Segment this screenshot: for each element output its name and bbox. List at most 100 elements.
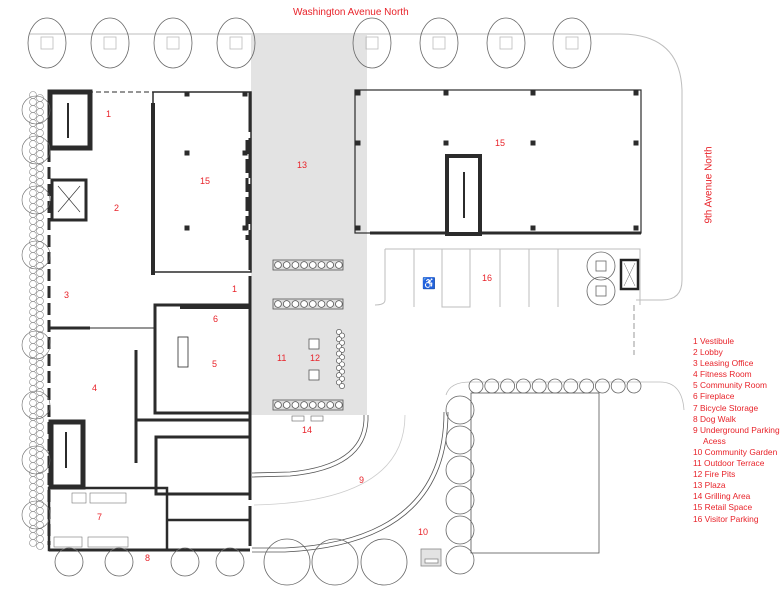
hedge-shrub (29, 315, 37, 323)
legend-item-continuation: Acess (703, 435, 726, 446)
hedge-shrub (29, 161, 37, 169)
hedge-shrub (29, 308, 37, 316)
hedge-shrub (36, 115, 44, 123)
parking-ramp (251, 411, 449, 553)
stair-northwest (47, 89, 93, 151)
hedge-shrub (36, 192, 44, 200)
hedge-shrub (36, 283, 44, 291)
large-tree (263, 538, 311, 586)
small-tree (484, 378, 500, 394)
hedge-shrub (36, 94, 44, 102)
hedge-shrub (29, 490, 37, 498)
hedge-shrub (36, 353, 44, 361)
legend-item: 3 Leasing Office (693, 358, 754, 369)
hedge-shrub (29, 175, 37, 183)
legend-item: 8 Dog Walk (693, 413, 736, 424)
hedge-shrub (29, 392, 37, 400)
hedge-shrub (29, 294, 37, 302)
legend-item: 4 Fitness Room (693, 369, 752, 380)
hedge-shrub (29, 434, 37, 442)
hedge-shrub (29, 476, 37, 484)
hedge-shrub (29, 329, 37, 337)
hedge-shrub (36, 276, 44, 284)
hedge-shrub (36, 332, 44, 340)
column (443, 90, 449, 96)
chair (308, 261, 317, 269)
garden-shed (420, 548, 442, 567)
hedge-shrub (36, 423, 44, 431)
column (633, 90, 639, 96)
garden-tree (445, 395, 475, 425)
hedge-tree (21, 185, 51, 215)
label-plaza: 13 (297, 160, 307, 170)
hedge-shrub (36, 101, 44, 109)
label-fitness-room: 4 (92, 383, 97, 393)
chair (282, 401, 291, 409)
chair (274, 261, 282, 269)
hedge-shrub (36, 395, 44, 403)
legend-item: 5 Community Room (693, 380, 768, 391)
chair (335, 300, 343, 308)
street-tree (153, 17, 193, 69)
street-tree (27, 17, 67, 69)
hedge-shrub (29, 420, 37, 428)
small-tree (595, 378, 610, 394)
hedge-shrub (36, 311, 44, 319)
hedge-shrub (29, 441, 37, 449)
label-leasing-office: 3 (64, 290, 69, 300)
hedge-tree (21, 445, 51, 475)
hedge-shrub (36, 465, 44, 473)
hedge-shrub (36, 486, 44, 494)
hedge-shrub (36, 339, 44, 347)
small-tree (626, 378, 642, 394)
hedge-shrub (29, 196, 37, 204)
bicycle-room (47, 486, 169, 552)
tree-grate (365, 36, 379, 50)
hedge-shrub (29, 105, 37, 113)
hedge-shrub (36, 374, 44, 382)
hedge-shrub (29, 203, 37, 211)
street-trees-north (27, 17, 592, 69)
label-vestibule: 1 (232, 284, 237, 294)
column (633, 225, 639, 231)
hedge-shrub (36, 178, 44, 186)
column (443, 140, 449, 146)
tree-grate (565, 36, 579, 50)
fire-pit (308, 338, 320, 350)
chair (300, 300, 308, 308)
columns (184, 90, 639, 231)
hedge-shrub (29, 518, 37, 526)
chair (335, 261, 343, 269)
hedge-shrub (36, 514, 44, 522)
planter-hedge (336, 329, 345, 389)
fire-pit (308, 369, 320, 381)
label-retail-space: 15 (200, 176, 210, 186)
hedge-shrub (29, 280, 37, 288)
hedge-shrub (36, 458, 44, 466)
hedge-shrub (29, 406, 37, 414)
hedge-shrub (29, 98, 37, 106)
hedge-shrub (29, 217, 37, 225)
hedge-shrub (29, 301, 37, 309)
hedge-shrub (36, 234, 44, 242)
column (242, 225, 248, 231)
small-tree (547, 378, 563, 394)
hedge-shrub (29, 343, 37, 351)
hedge-shrub (29, 252, 37, 260)
hedge-shrub (36, 402, 44, 410)
legend-item: 10 Community Garden (693, 446, 778, 457)
chair (317, 261, 326, 269)
garden-tree (445, 485, 475, 515)
grill (310, 415, 324, 422)
hedge-shrub (36, 346, 44, 354)
legend-item: 9 Underground Parking (693, 424, 780, 435)
hedge-shrub (29, 147, 37, 155)
hedge-shrub (36, 381, 44, 389)
dog-walk-tree (104, 547, 134, 577)
chair (291, 401, 300, 409)
hedge-shrub (36, 409, 44, 417)
legend-item: 14 Grilling Area (693, 491, 751, 502)
hedge-tree (21, 95, 51, 125)
hedge-shrub (36, 493, 44, 501)
tree-grate (40, 36, 54, 50)
